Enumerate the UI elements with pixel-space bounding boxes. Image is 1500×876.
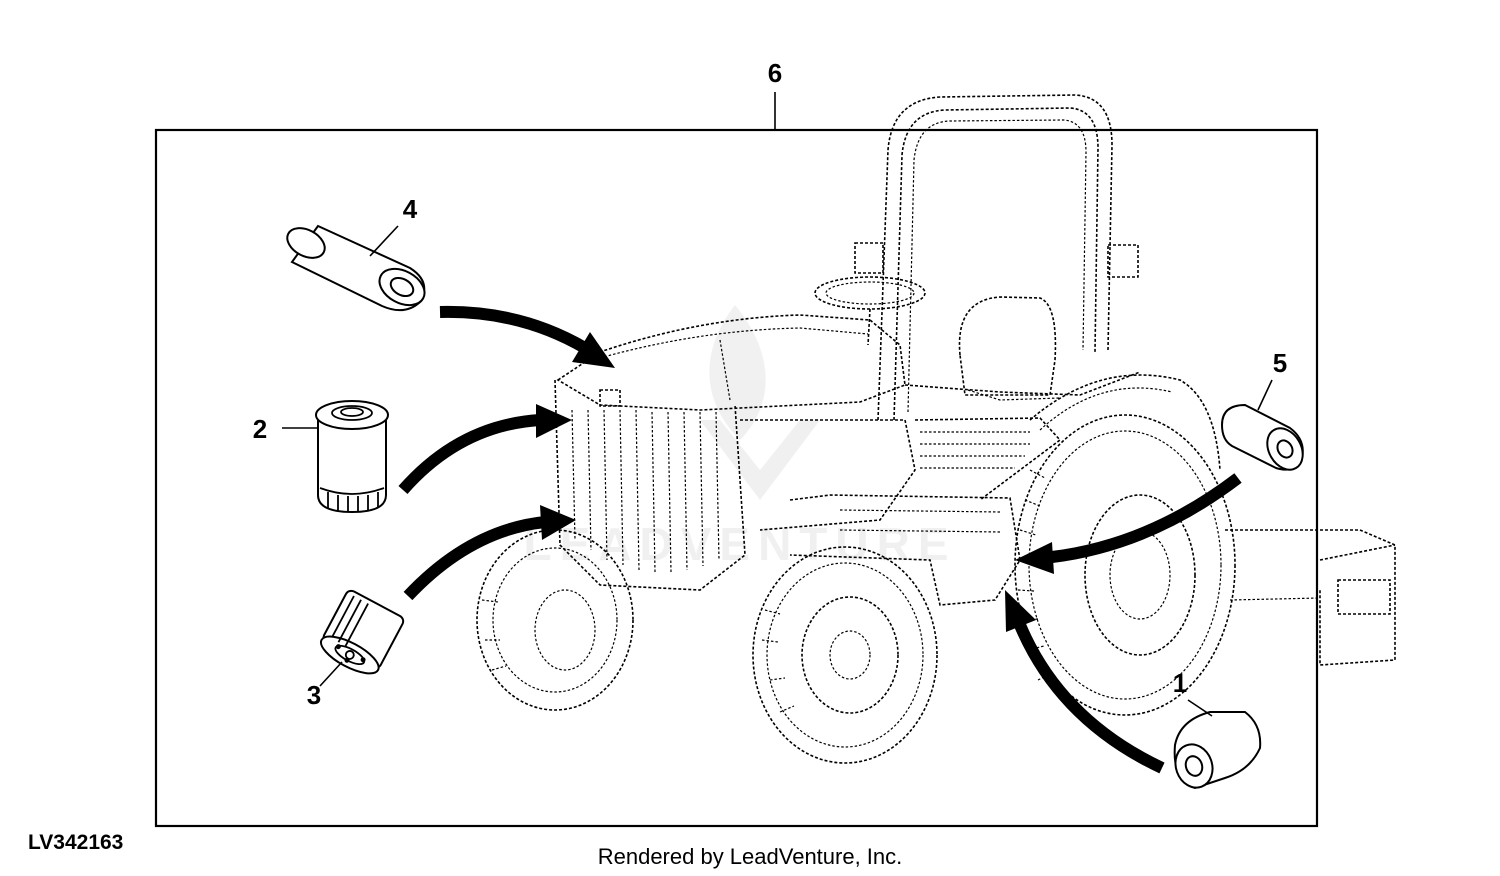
callout-5: 5 xyxy=(1273,348,1287,378)
callout-4: 4 xyxy=(403,194,418,224)
air-filter-element xyxy=(286,224,426,312)
tractor-outline xyxy=(476,94,1396,764)
fuel-filter-lower xyxy=(1173,699,1262,790)
callout-6: 6 xyxy=(768,58,782,88)
fuel-filter-upper xyxy=(1220,379,1304,471)
kit-frame xyxy=(154,128,1319,828)
callout-2: 2 xyxy=(253,414,267,444)
install-arrows xyxy=(398,305,1242,774)
hydraulic-oil-filter xyxy=(282,400,389,514)
figure-reference-code: LV342163 xyxy=(28,831,123,854)
rendered-by-footer: Rendered by LeadVenture, Inc. xyxy=(598,844,903,869)
callout-3: 3 xyxy=(307,680,321,710)
callout-1: 1 xyxy=(1173,668,1187,698)
engine-oil-filter xyxy=(319,589,405,675)
leader-line-3 xyxy=(319,661,343,687)
